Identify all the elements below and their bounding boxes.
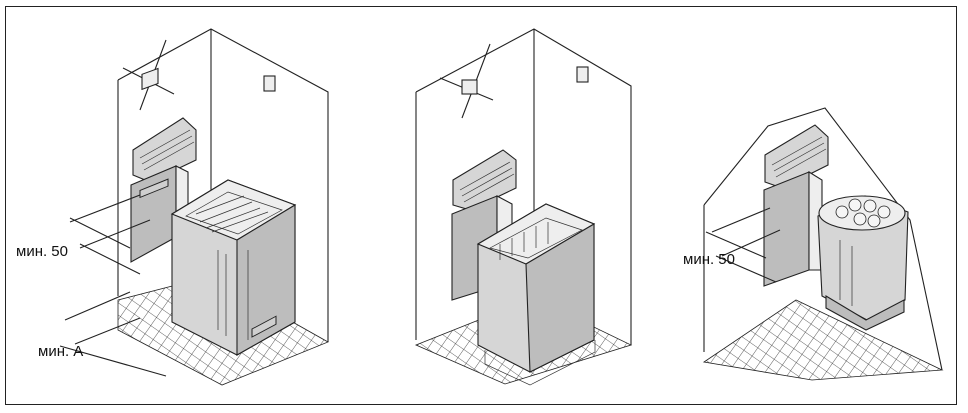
panel-1-label-min-a: мин. А: [38, 343, 83, 360]
panel-2-sensor-icon: [576, 66, 589, 83]
panel-3-walls: [703, 107, 943, 371]
panel-2-walls: [415, 28, 632, 345]
panel-1-heater: [170, 179, 297, 356]
panel-3-sauna-room: мин. 50: [683, 107, 944, 381]
panel-2-heater: [476, 203, 596, 386]
panel-2-vent-icon: [461, 79, 478, 95]
panel-1-vent-icon: [141, 67, 159, 91]
panel-1-sensor-icon: [263, 75, 276, 92]
panel-3-label-min-50: мин. 50: [683, 251, 735, 268]
panel-1-sauna-room: мин. 50 мин. А: [16, 28, 329, 386]
panel-2-sauna-room: [414, 28, 633, 386]
panel-3-control-unit: [763, 124, 829, 287]
panel-3-dimension-50-lines: [705, 207, 781, 283]
panel-1-dimension-a-lines: [59, 291, 167, 377]
figure-frame: [5, 6, 957, 405]
panel-1-dimension-50-lines: [69, 194, 151, 275]
panel-3-heater: [817, 195, 909, 331]
panel-1-walls: [117, 28, 329, 342]
panel-3-floor-tiles: [702, 299, 944, 381]
panel-1-label-min-50: мин. 50: [16, 243, 68, 260]
